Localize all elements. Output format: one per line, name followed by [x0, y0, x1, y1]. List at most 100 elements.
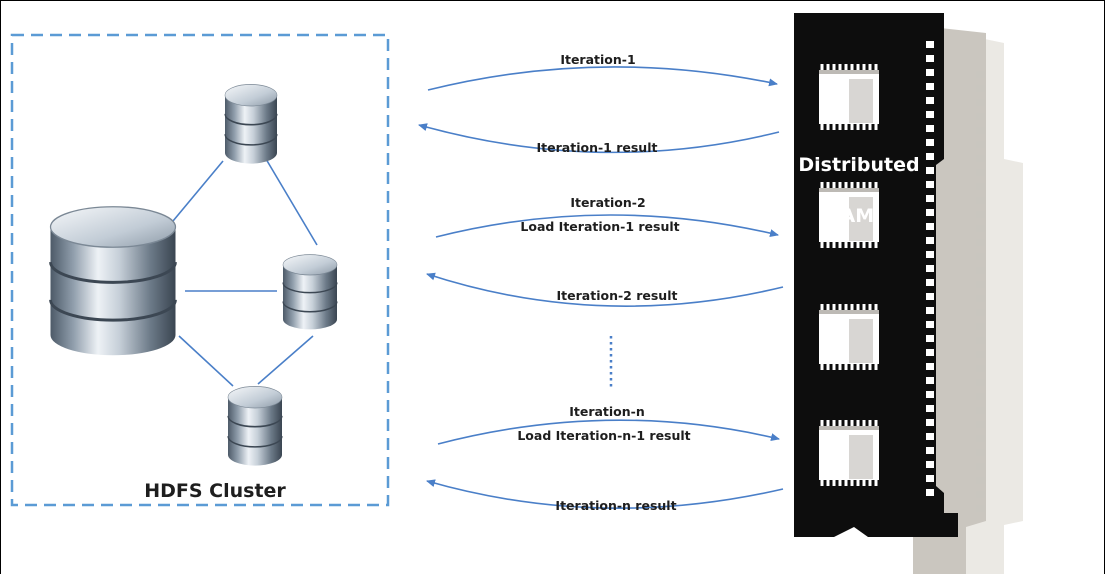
ram-contact-pin — [926, 223, 934, 230]
ram-contacts — [926, 41, 934, 496]
ram-contact-pin — [926, 167, 934, 174]
ram-contact-pin-back — [976, 379, 985, 386]
load-iteration-1-result-label: Load Iteration-1 result — [520, 219, 679, 234]
ram-contact-pin-back — [976, 477, 985, 484]
ram-contact-pin-back — [976, 225, 985, 232]
ram-contact-pin-back — [976, 127, 985, 134]
ram-contact-pin — [926, 41, 934, 48]
ram-contact-pin — [926, 293, 934, 300]
ram-contact-pin — [926, 265, 934, 272]
ram-contact-pin — [926, 279, 934, 286]
ram-contact-pin-back — [976, 505, 985, 512]
node-database-bottom-icon — [227, 385, 283, 467]
ram-contact-pin — [926, 377, 934, 384]
ram-contact-pin — [926, 475, 934, 482]
iteration-arrows — [418, 66, 784, 509]
ram-contact-pin-back — [976, 491, 985, 498]
ram-contact-pin — [926, 419, 934, 426]
ram-contact-pin — [926, 489, 934, 496]
iteration-n-arrow — [437, 419, 780, 445]
ram-contact-pin-back — [976, 71, 985, 78]
ram-contact-pin-back — [976, 169, 985, 176]
ram-contact-pin-back — [976, 253, 985, 260]
ram-contact-pin — [926, 125, 934, 132]
ram-label-ram: RAM — [826, 205, 874, 227]
iteration-1-arrow — [427, 66, 778, 91]
link-top-to-right — [265, 158, 318, 246]
iteration-2-arrow — [435, 214, 779, 238]
ram-contact-pin-back — [976, 337, 985, 344]
ram-contact-pin-back — [976, 463, 985, 470]
iteration-1-result-arrow — [418, 123, 780, 154]
ram-contact-pin-back — [976, 449, 985, 456]
ram-contact-pin-back — [976, 85, 985, 92]
ram-contact-pin-back — [976, 141, 985, 148]
ram-contact-pin — [926, 55, 934, 62]
iteration-2-label: Iteration-2 — [570, 195, 645, 210]
ram-contact-pin-back — [976, 351, 985, 358]
ram-contact-pin-back — [976, 365, 985, 372]
ram-contact-pin-back — [976, 211, 985, 218]
ram-front-board — [794, 13, 958, 537]
ram-contact-pin — [926, 363, 934, 370]
ram-chip-3 — [817, 302, 881, 372]
ram-contact-pin — [926, 433, 934, 440]
ram-contact-pin — [926, 139, 934, 146]
ram-contact-pin-back — [976, 197, 985, 204]
ram-contact-pin — [926, 391, 934, 398]
ram-contact-pin-back — [976, 239, 985, 246]
ram-contact-pin-back — [976, 113, 985, 120]
ram-contacts-back — [976, 71, 985, 512]
iteration-n-result-arrow — [426, 479, 784, 509]
link-right-to-bottom — [257, 335, 314, 385]
ram-contact-pin — [926, 111, 934, 118]
ram-contact-pin-back — [976, 407, 985, 414]
ram-contact-pin — [926, 335, 934, 342]
master-database-icon — [49, 205, 177, 357]
ram-contact-pin — [926, 321, 934, 328]
ram-contact-pin — [926, 83, 934, 90]
ram-module: Distributed RAM — [794, 13, 1023, 574]
ram-contact-pin — [926, 97, 934, 104]
ram-contact-pin-back — [976, 183, 985, 190]
ram-contact-pin — [926, 237, 934, 244]
ram-contact-pin — [926, 153, 934, 160]
ram-contact-pin — [926, 349, 934, 356]
ram-contact-pin — [926, 405, 934, 412]
iteration-2-result-label: Iteration-2 result — [557, 288, 678, 303]
ram-contact-pin-back — [976, 295, 985, 302]
ram-contact-pin-back — [976, 435, 985, 442]
iteration-2-result-arrow — [426, 272, 784, 307]
node-database-top-icon — [224, 83, 278, 165]
ram-label-backdrop — [798, 149, 922, 181]
ram-contact-pin — [926, 181, 934, 188]
ram-contact-pin — [926, 447, 934, 454]
ram-contact-pin-back — [976, 155, 985, 162]
iteration-1-result-label: Iteration-1 result — [537, 140, 658, 155]
node-database-right-icon — [282, 253, 338, 331]
ram-contact-pin — [926, 307, 934, 314]
ram-contact-pin-back — [976, 267, 985, 274]
ram-contact-pin-back — [976, 323, 985, 330]
ram-chip-4 — [817, 418, 881, 488]
ram-contact-pin — [926, 69, 934, 76]
ram-contact-pin-back — [976, 421, 985, 428]
hdfs-cluster-boundary — [10, 33, 390, 507]
ram-contact-pin-back — [976, 393, 985, 400]
ram-contact-pin — [926, 461, 934, 468]
ram-contact-pin — [926, 251, 934, 258]
ram-contact-pin — [926, 195, 934, 202]
iteration-1-label: Iteration-1 — [560, 52, 635, 67]
load-iteration-n-1-result-label: Load Iteration-n-1 result — [517, 428, 690, 443]
iteration-n-result-label: Iteration-n result — [555, 498, 676, 513]
ram-contact-pin-back — [976, 281, 985, 288]
link-main-to-bottom — [178, 335, 234, 387]
hdfs-cluster-label: HDFS Cluster — [144, 480, 286, 502]
ram-contact-pin-back — [976, 99, 985, 106]
iteration-n-label: Iteration-n — [569, 404, 645, 419]
ram-contact-pin — [926, 209, 934, 216]
ram-chip-1 — [817, 62, 881, 132]
ram-contact-pin-back — [976, 309, 985, 316]
